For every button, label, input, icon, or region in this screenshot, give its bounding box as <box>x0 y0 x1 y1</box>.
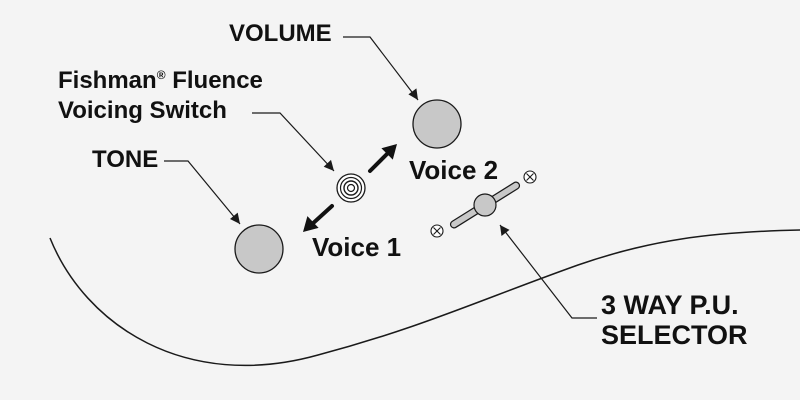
voicing-switch[interactable] <box>336 173 366 203</box>
selector-label-line1: 3 WAY P.U. <box>601 290 739 320</box>
selector-leader-line <box>499 224 597 319</box>
voice1-label: Voice 1 <box>312 232 402 262</box>
selector-label-line2: SELECTOR <box>601 320 748 350</box>
arrow-up-right-icon <box>368 144 397 173</box>
tone-leader-arrowhead <box>230 212 240 224</box>
volume-knob[interactable] <box>412 99 462 149</box>
fluence-text: Fluence <box>165 67 263 94</box>
voicing-switch-leader-arrowhead <box>323 159 334 171</box>
screw-icon <box>523 170 537 184</box>
voice2-label: Voice 2 <box>409 155 499 185</box>
volume-leader-line <box>343 36 419 101</box>
pickup-selector[interactable] <box>449 181 521 229</box>
voicing-switch-label-line2: Voicing Switch <box>58 97 227 124</box>
guitar-body-outline <box>49 229 800 367</box>
selector-leader-arrowhead <box>500 225 510 236</box>
arrow-down-left-icon <box>303 204 334 232</box>
tone-label: TONE <box>92 146 159 173</box>
registered-mark: ® <box>156 68 166 82</box>
tone-leader-line <box>164 160 241 225</box>
volume-label: VOLUME <box>229 20 332 47</box>
screw-icon <box>430 224 444 238</box>
volume-leader-arrowhead <box>408 88 418 100</box>
voicing-switch-leader-line <box>252 112 335 172</box>
tone-knob[interactable] <box>234 224 284 274</box>
voicing-switch-label-line1: Fishman® Fluence <box>58 67 263 95</box>
fishman-brand-text: Fishman <box>58 67 157 94</box>
